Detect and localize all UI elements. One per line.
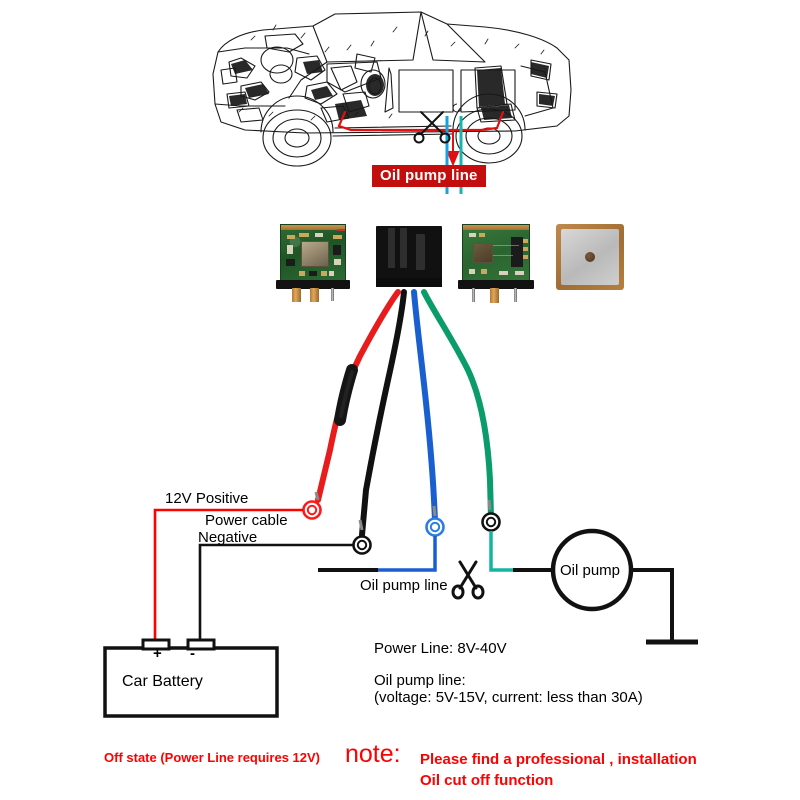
positive-schematic-line (153, 508, 303, 648)
battery-negative-terminal (186, 638, 216, 651)
spec-oil-pump-line-heading: Oil pump line: (374, 672, 466, 689)
blue-cut-segment (378, 536, 437, 572)
label-12v-positive: 12V Positive (165, 490, 249, 507)
inline-fuse-holder (334, 364, 358, 426)
ring-terminal-blue (425, 517, 445, 537)
oil-pump-line-badge: Oil pump line (372, 165, 486, 187)
battery-positive-terminal (141, 638, 171, 651)
note-off-state: Off state (Power Line requires 12V) (104, 750, 321, 765)
note-line-1: Please find a professional , installatio… (420, 751, 697, 768)
green-oil-pump-wire (421, 289, 494, 521)
black-ground-wire (359, 289, 407, 538)
label-oil-pump: Oil pump (560, 562, 621, 579)
ring-terminal-red (302, 500, 322, 520)
negative-schematic-line (198, 543, 353, 648)
red-power-wire (315, 289, 401, 503)
note-keyword: note: (345, 740, 401, 768)
label-battery-minus: - (190, 645, 195, 662)
teal-cut-segment (489, 531, 513, 572)
gsm-gps-main-board (276, 224, 352, 302)
ring-terminal-green (481, 512, 501, 532)
secondary-pcb-board (458, 224, 534, 303)
spec-power-line: Power Line: 8V-40V (374, 640, 507, 657)
scissors-icon (451, 560, 485, 600)
label-oil-pump-line: Oil pump line (360, 577, 448, 594)
label-car-battery: Car Battery (122, 673, 203, 690)
label-power-cable: Power cable (205, 512, 288, 529)
label-negative: Negative (198, 529, 258, 546)
car-cutaway-illustration (185, 8, 585, 198)
oil-pump-ground-lead (631, 568, 674, 642)
relay-module (376, 226, 446, 296)
note-line-2: Oil cut off function (420, 772, 554, 789)
gps-patch-antenna (556, 224, 626, 292)
blue-oil-pump-wire (411, 289, 438, 523)
ring-terminal-black (352, 535, 372, 555)
spec-oil-pump-line-detail: (voltage: 5V-15V, current: less than 30A… (374, 689, 643, 706)
label-battery-plus: + (153, 645, 162, 662)
